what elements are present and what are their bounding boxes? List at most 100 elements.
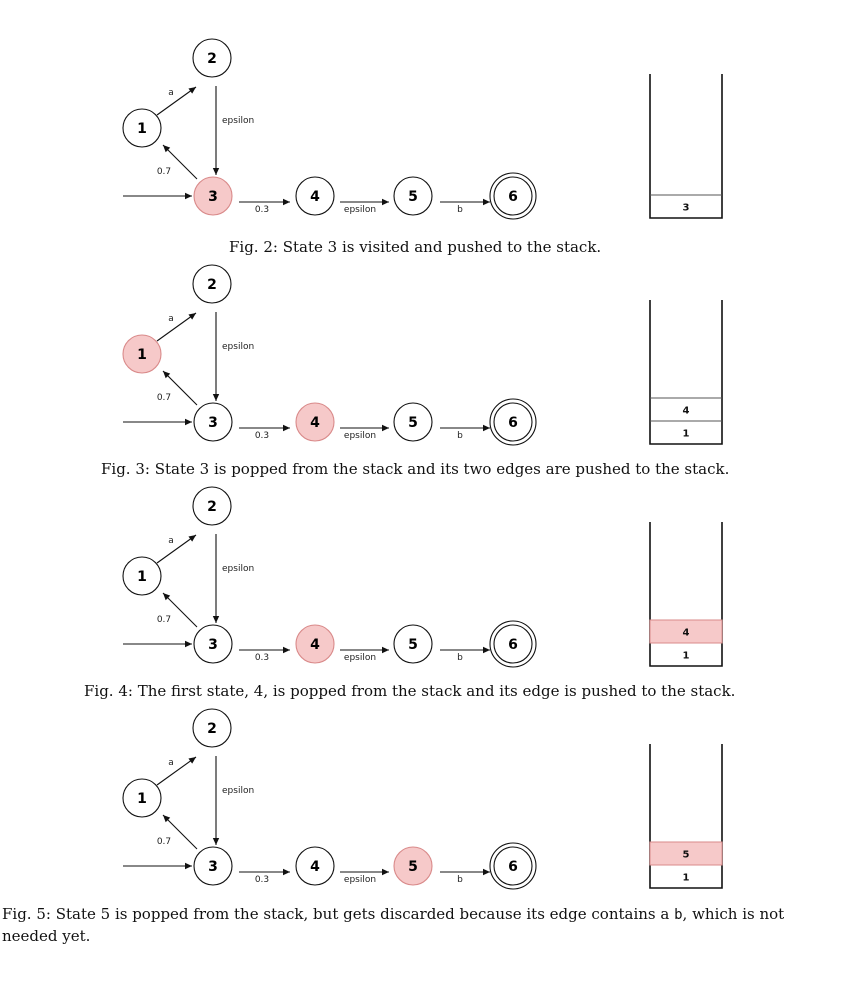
state-label: 4 [310, 859, 320, 875]
state-node-2: 2 [192, 38, 232, 78]
edge-label: epsilon [222, 786, 254, 796]
edge-label: epsilon [222, 116, 254, 126]
stack-cell-label: 3 [683, 203, 690, 214]
state-label: 6 [508, 859, 518, 875]
stack-outline [649, 522, 723, 667]
stack-cell-label: 1 [683, 429, 690, 440]
state-label: 2 [207, 721, 217, 737]
state-node-6: 6 [489, 842, 537, 890]
edge-label: b [457, 875, 463, 885]
state-node-4: 4 [295, 846, 335, 886]
automaton-graph: a epsilon 0.7 0.3 epsilon b 1 2 3 4 5 6 [122, 38, 537, 220]
state-label: 6 [508, 637, 518, 653]
figure-caption: Fig. 2: State 3 is visited and pushed to… [229, 238, 602, 256]
edge-label: epsilon [222, 564, 254, 574]
edge-label: 0.3 [255, 653, 269, 663]
state-label: 1 [137, 347, 147, 363]
edge-1-2 [156, 756, 197, 786]
state-label: 4 [310, 415, 320, 431]
state-node-6: 6 [489, 172, 537, 220]
state-node-5: 5 [393, 176, 433, 216]
state-node-4: 4 [295, 624, 335, 664]
state-label: 3 [208, 859, 218, 875]
edge-4-5 [340, 646, 389, 654]
edge-3-4 [239, 868, 290, 876]
state-node-2: 2 [192, 486, 232, 526]
state-label: 5 [408, 189, 418, 205]
stack-cell: 3 [650, 194, 722, 214]
figure-caption: Fig. 5: State 5 is popped from the stack… [2, 904, 842, 947]
state-label: 3 [208, 415, 218, 431]
state-label: 2 [207, 51, 217, 67]
edge-label: a [168, 758, 174, 768]
edge-label: epsilon [344, 875, 376, 885]
state-label: 2 [207, 277, 217, 293]
stack-diagram: 14 [649, 522, 723, 667]
edge-label: epsilon [344, 205, 376, 215]
edge-3-4 [239, 646, 290, 654]
stack-cell: 5 [649, 841, 723, 866]
stack-diagram: 15 [649, 744, 723, 889]
state-node-1: 1 [122, 108, 162, 148]
edge-label: a [168, 88, 174, 98]
stack-outline [649, 300, 723, 445]
edge-3-1 [162, 370, 198, 406]
stack-outline [649, 74, 723, 219]
state-node-3: 3 [193, 402, 233, 442]
caption-text: Fig. 5: State 5 is popped from the stack… [2, 905, 675, 923]
stack-diagram: 3 [649, 74, 723, 219]
state-label: 6 [508, 415, 518, 431]
edge-label: b [457, 653, 463, 663]
stack-diagram: 14 [649, 300, 723, 445]
edge-5-6 [440, 424, 490, 432]
edge-2-3 [212, 534, 220, 623]
edge-3-1 [162, 592, 198, 628]
state-node-4: 4 [295, 402, 335, 442]
edge-1-2 [156, 86, 197, 116]
state-node-6: 6 [489, 620, 537, 668]
state-label: 2 [207, 499, 217, 515]
stack-cell: 1 [650, 864, 722, 884]
edge-5-6 [440, 868, 490, 876]
edge-5-6 [440, 198, 490, 206]
state-label: 1 [137, 569, 147, 585]
edge-2-3 [212, 312, 220, 401]
stack-cell-label: 5 [683, 850, 690, 861]
edge-1-2 [156, 534, 197, 564]
state-node-5: 5 [393, 402, 433, 442]
stack-cell-label: 4 [683, 628, 690, 639]
state-node-3: 3 [193, 624, 233, 664]
edge-label: epsilon [344, 653, 376, 663]
edge-3-1 [162, 814, 198, 850]
state-label: 4 [310, 189, 320, 205]
edge-label: 0.7 [157, 837, 171, 847]
state-label: 5 [408, 637, 418, 653]
edge-label: 0.7 [157, 393, 171, 403]
state-node-5: 5 [393, 846, 433, 886]
edge-label: b [457, 205, 463, 215]
edge-label: 0.3 [255, 431, 269, 441]
edge-label: b [457, 431, 463, 441]
stack-cell: 4 [649, 619, 723, 644]
edge-3-4 [239, 424, 290, 432]
edge-label: 0.3 [255, 205, 269, 215]
state-node-4: 4 [295, 176, 335, 216]
stack-outline [649, 744, 723, 889]
state-label: 1 [137, 121, 147, 137]
state-label: 5 [408, 415, 418, 431]
edge-label: epsilon [222, 342, 254, 352]
caption-text: , which is not needed yet. [2, 905, 785, 945]
state-label: 6 [508, 189, 518, 205]
edge-4-5 [340, 198, 389, 206]
edge-1-2 [156, 312, 197, 342]
edge-label: 0.7 [157, 167, 171, 177]
state-node-2: 2 [192, 708, 232, 748]
figure-caption: Fig. 3: State 3 is popped from the stack… [101, 460, 730, 478]
state-label: 5 [408, 859, 418, 875]
caption-code: b [674, 907, 683, 923]
state-label: 3 [208, 189, 218, 205]
edge-label: 0.3 [255, 875, 269, 885]
figure-caption: Fig. 4: The first state, 4, is popped fr… [84, 682, 736, 700]
